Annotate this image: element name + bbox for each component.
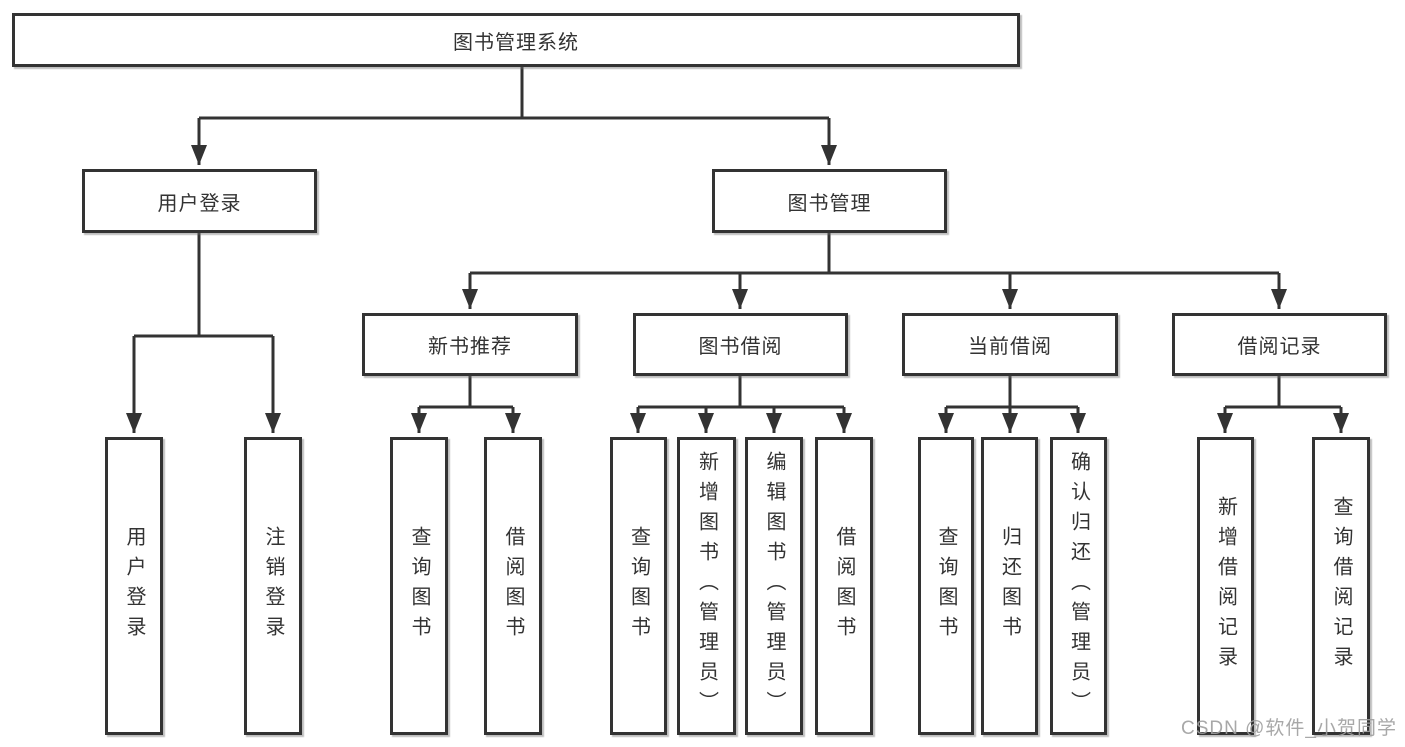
leaf-return-books-label: 归还图书: [998, 526, 1021, 646]
leaf-logout: 注销登录: [244, 437, 302, 735]
node-current-borrowing-label: 当前借阅: [968, 336, 1052, 358]
node-borrowing-records: 借阅记录: [1172, 313, 1387, 376]
node-new-book-recommendation: 新书推荐: [362, 313, 578, 376]
node-book-borrowing-label: 图书借阅: [698, 336, 783, 358]
leaf-user-login-label: 用户登录: [123, 526, 145, 646]
leaf-edit-books-admin-label: 编辑图书（管理员）: [763, 451, 785, 721]
leaf-user-login: 用户登录: [105, 437, 163, 735]
node-new-book-recommendation-label: 新书推荐: [428, 336, 512, 358]
node-user-login: 用户登录: [82, 169, 317, 233]
leaf-borrow-books-borrowing-label: 借阅图书: [833, 526, 855, 646]
node-root-label: 图书管理系统: [453, 31, 579, 54]
leaf-confirm-return-admin-label: 确认归还（管理员）: [1067, 451, 1090, 721]
leaf-add-borrow-record: 新增借阅记录: [1197, 437, 1254, 735]
leaf-return-books: 归还图书: [981, 437, 1038, 735]
node-book-management: 图书管理: [712, 169, 947, 233]
leaf-query-books-borrowing: 查询图书: [610, 437, 667, 735]
node-book-borrowing: 图书借阅: [633, 313, 848, 376]
node-book-management-label: 图书管理: [787, 192, 872, 215]
leaf-query-books-recommend: 查询图书: [390, 437, 448, 735]
leaf-borrow-books-borrowing: 借阅图书: [815, 437, 873, 735]
leaf-query-books-recommend-label: 查询图书: [408, 526, 430, 646]
node-user-login-label: 用户登录: [157, 192, 242, 215]
node-current-borrowing: 当前借阅: [902, 313, 1118, 376]
leaf-borrow-books-recommend-label: 借阅图书: [502, 526, 524, 646]
leaf-query-borrow-record: 查询借阅记录: [1312, 437, 1370, 735]
leaf-borrow-books-recommend: 借阅图书: [484, 437, 542, 735]
leaf-add-books-admin-label: 新增图书（管理员）: [695, 451, 718, 721]
leaf-edit-books-admin: 编辑图书（管理员）: [745, 437, 803, 735]
leaf-query-books-current: 查询图书: [918, 437, 974, 735]
leaf-query-books-current-label: 查询图书: [935, 526, 957, 646]
leaf-confirm-return-admin: 确认归还（管理员）: [1050, 437, 1107, 735]
leaf-logout-label: 注销登录: [262, 526, 284, 646]
leaf-query-borrow-record-label: 查询借阅记录: [1330, 496, 1352, 676]
leaf-add-books-admin: 新增图书（管理员）: [677, 437, 736, 735]
csdn-watermark: CSDN @软件_小贺同学: [1181, 718, 1397, 739]
leaf-add-borrow-record-label: 新增借阅记录: [1214, 496, 1237, 676]
node-borrowing-records-label: 借阅记录: [1237, 336, 1322, 358]
leaf-query-books-borrowing-label: 查询图书: [627, 526, 650, 646]
node-root: 图书管理系统: [12, 13, 1020, 67]
